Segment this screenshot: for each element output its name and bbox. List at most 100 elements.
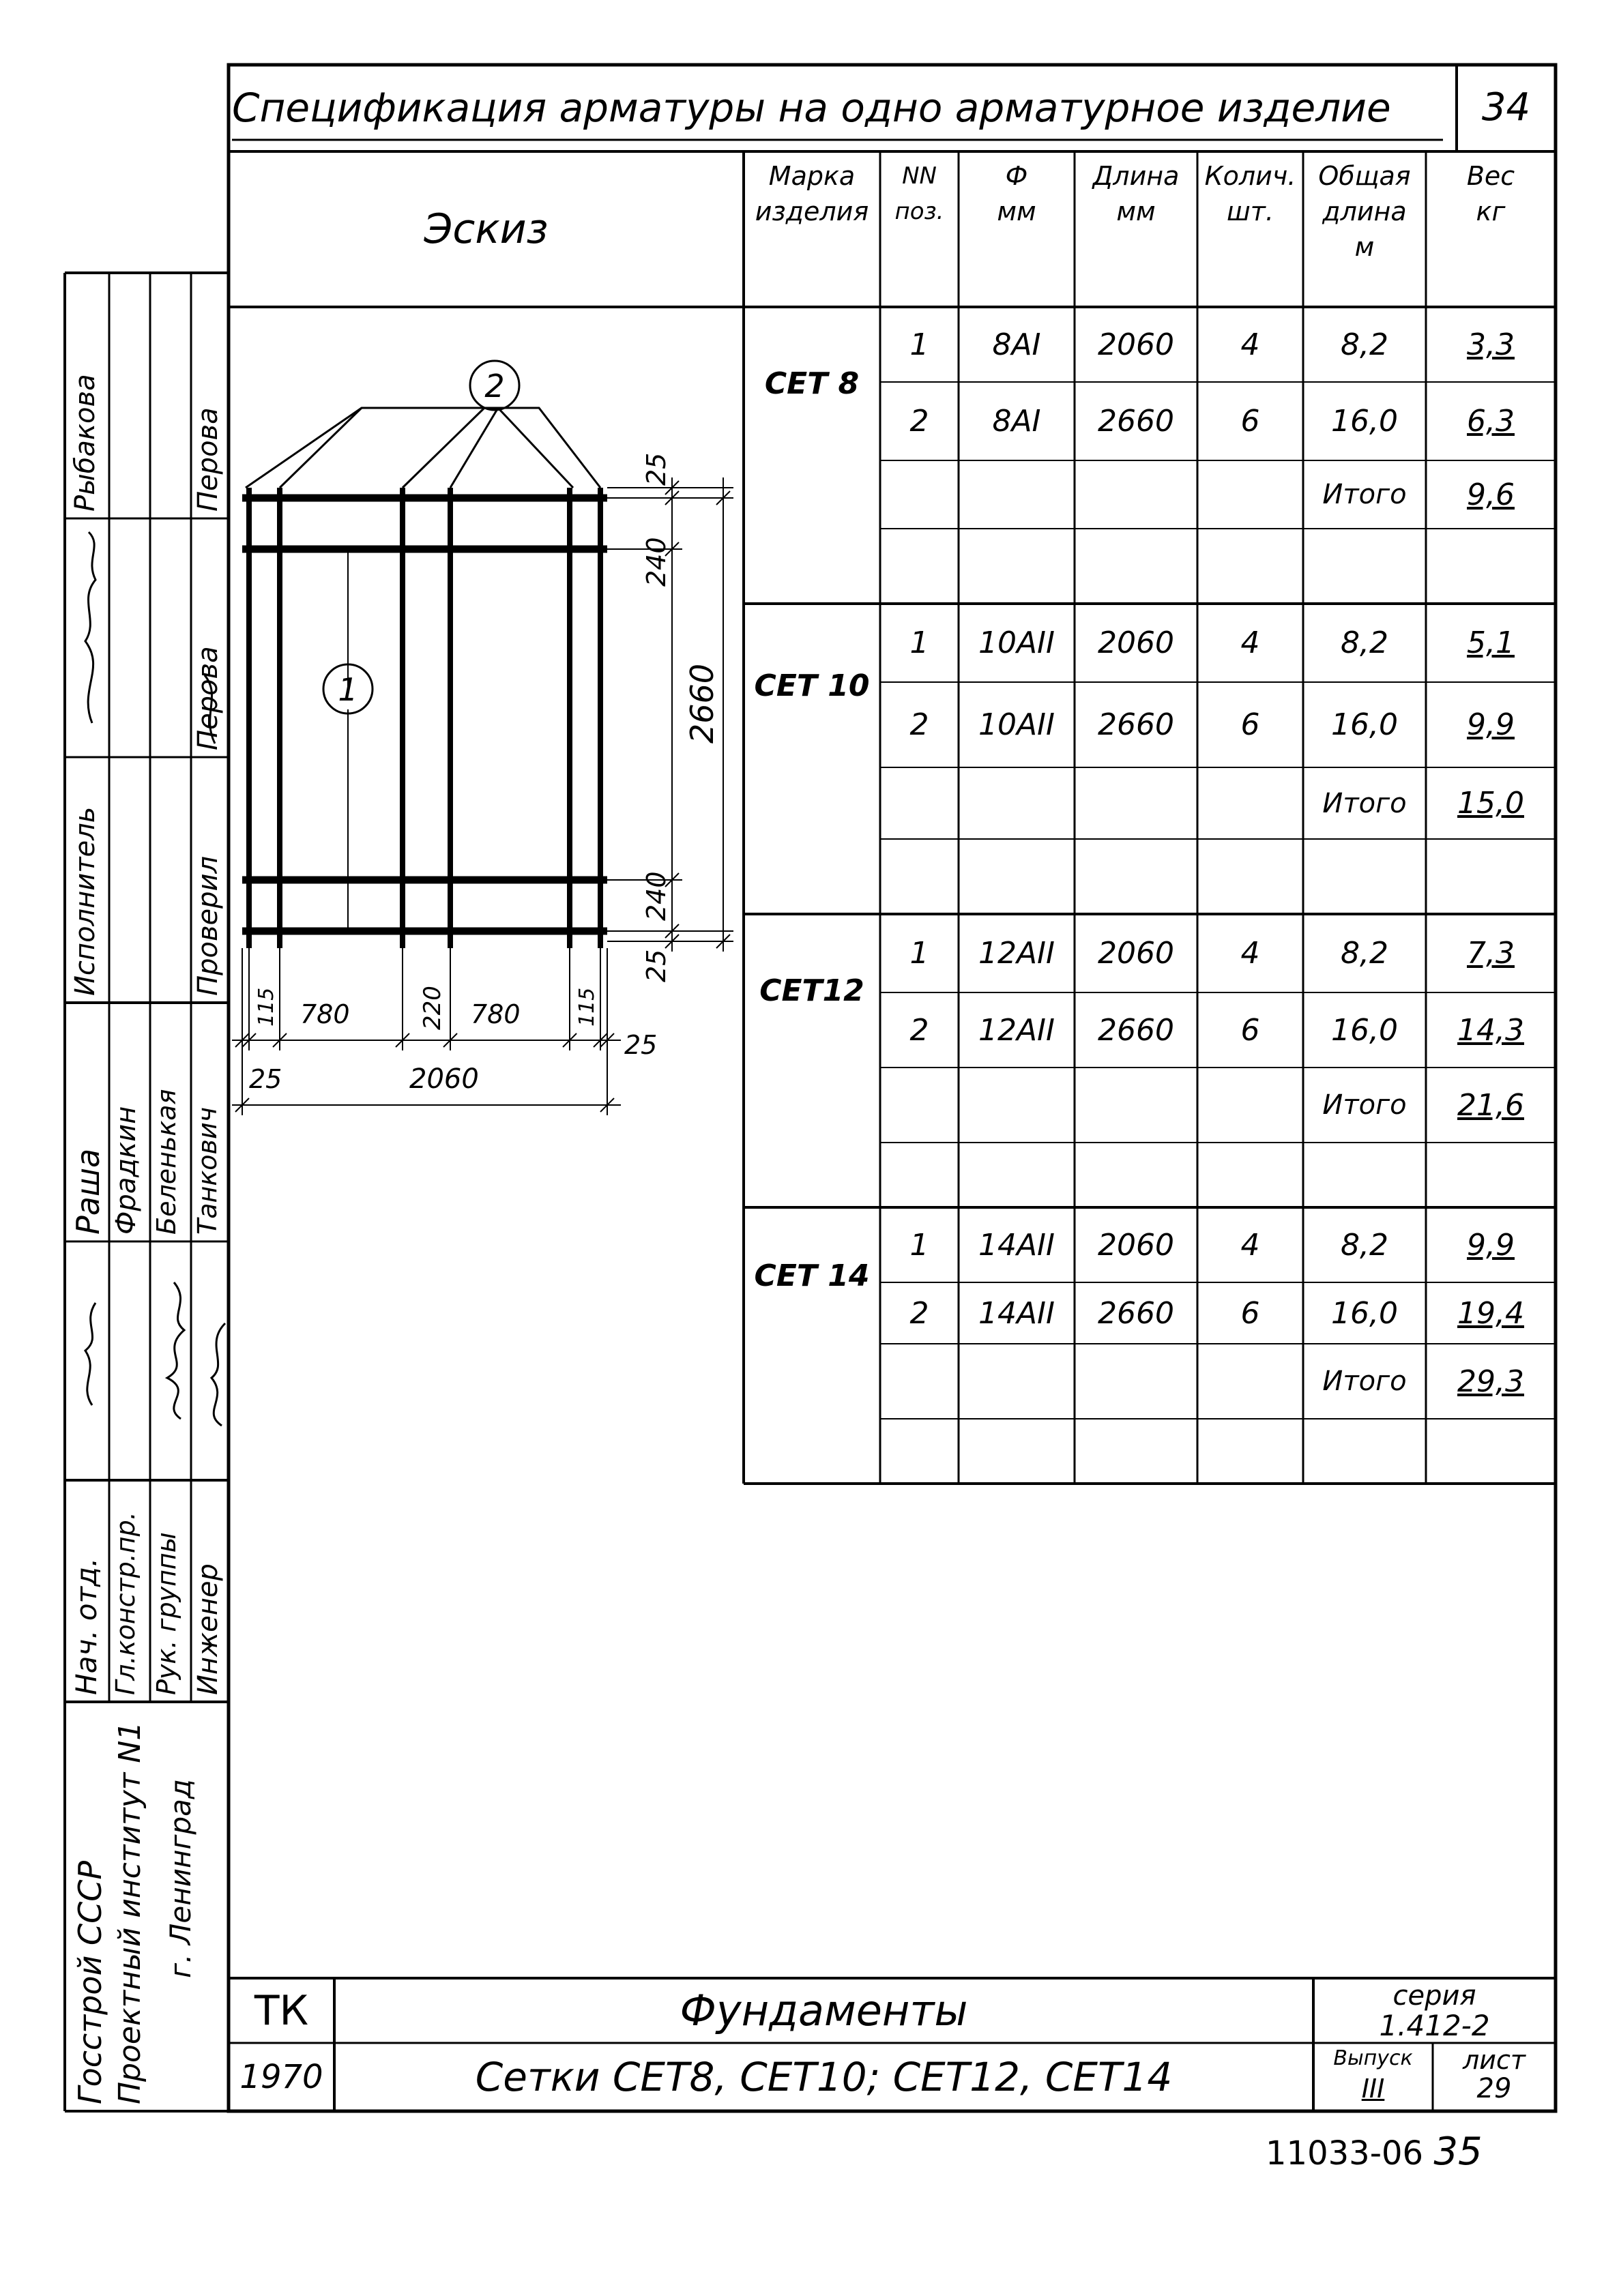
- cell-length: 2060: [1098, 625, 1174, 660]
- column-header: NN поз.: [880, 158, 959, 229]
- cell-length: 2660: [1098, 404, 1174, 439]
- cell-weight: 9,9: [1467, 707, 1515, 742]
- column-header: Общая длина м: [1303, 158, 1426, 265]
- cell-weight: 7,3: [1467, 936, 1515, 971]
- total-label: Итого: [1322, 1089, 1407, 1121]
- cell-total-length: 16,0: [1331, 1295, 1398, 1331]
- page-title: Спецификация арматуры на одно арматурное…: [232, 85, 1391, 131]
- total-weight: 15,0: [1457, 786, 1524, 821]
- title-subtitle: Сетки СЕТ8, СЕТ10; СЕТ12, СЕТ14: [475, 2054, 1173, 2100]
- title-name: Фундаменты: [680, 1986, 968, 2035]
- sheet-label: лист: [1462, 2045, 1526, 2075]
- cell-total-length: 8,2: [1341, 625, 1388, 660]
- cell-total-length: 8,2: [1341, 1227, 1388, 1263]
- total-weight: 9,6: [1467, 477, 1515, 512]
- cell-qty: 4: [1240, 625, 1260, 660]
- cell-qty: 4: [1240, 1227, 1260, 1263]
- cell-dia: 14АII: [978, 1295, 1055, 1331]
- total-weight: 29,3: [1457, 1364, 1524, 1399]
- dim-115-left: 115: [254, 988, 278, 1027]
- column-header-line: м: [1354, 232, 1375, 262]
- cell-dia: 10АII: [978, 625, 1055, 660]
- cell-dia: 12АII: [978, 936, 1055, 971]
- sketch-header: Эскиз: [424, 205, 549, 253]
- column-header-line: мм: [997, 196, 1036, 226]
- column-header-line: длина: [1322, 196, 1407, 226]
- page-number: 34: [1481, 85, 1531, 130]
- column-header: Марка изделия: [744, 158, 880, 229]
- cell-total-length: 8,2: [1341, 936, 1388, 971]
- column-header: Вес кг: [1426, 158, 1556, 229]
- cell-qty: 4: [1240, 327, 1260, 362]
- total-label: Итого: [1322, 1366, 1407, 1397]
- callout-circle-1: [322, 663, 374, 715]
- cell-qty: 6: [1240, 1012, 1260, 1048]
- dim-240-bottom: 240: [641, 871, 671, 921]
- dim-25-right: 25: [624, 1030, 657, 1060]
- cell-length: 2060: [1098, 327, 1174, 362]
- column-header-line: шт.: [1227, 196, 1274, 226]
- dim-780-left: 780: [300, 999, 350, 1029]
- column-header-line: поз.: [894, 198, 944, 225]
- cell-pos: 2: [909, 1012, 929, 1048]
- cell-dia: 12АII: [978, 1012, 1055, 1048]
- product-mark: СЕТ 10: [754, 668, 870, 703]
- dim-25-left: 25: [249, 1064, 282, 1094]
- total-label: Итого: [1322, 787, 1407, 819]
- stamp-name-rybakova: Рыбакова: [70, 374, 101, 512]
- cell-length: 2060: [1098, 936, 1174, 971]
- stamp-org-line-2: Проектный институт N1: [113, 1721, 147, 2104]
- cell-length: 2660: [1098, 707, 1174, 742]
- dim-25-bottom: 25: [641, 950, 671, 982]
- dim-115-right: 115: [575, 988, 599, 1027]
- cell-dia: 8АI: [992, 404, 1041, 439]
- cell-total-length: 8,2: [1341, 327, 1388, 362]
- title-code: ТК: [254, 1986, 309, 2035]
- column-header-line: кг: [1476, 196, 1506, 226]
- callout-1: 1: [338, 671, 358, 708]
- issue-value: III: [1361, 2074, 1385, 2104]
- dim-2060: 2060: [409, 1063, 479, 1095]
- column-header-line: изделия: [755, 196, 869, 226]
- top-bend-outline: [245, 407, 602, 489]
- column-header-line: NN: [902, 162, 937, 190]
- dim-2660: 2660: [684, 664, 720, 744]
- callout-2: 2: [484, 368, 504, 404]
- stamp-name-perova: Перова: [192, 407, 224, 512]
- cell-length: 2060: [1098, 1227, 1174, 1263]
- cell-pos: 1: [909, 936, 929, 971]
- cell-weight: 14,3: [1457, 1012, 1524, 1048]
- cell-total-length: 16,0: [1331, 404, 1398, 439]
- cell-weight: 3,3: [1467, 327, 1515, 362]
- archive-page: 35: [1433, 2130, 1483, 2174]
- cell-pos: 2: [909, 404, 929, 439]
- archive-number: 11033-06: [1266, 2134, 1424, 2173]
- cell-pos: 1: [909, 1227, 929, 1263]
- cell-qty: 6: [1240, 707, 1260, 742]
- cell-pos: 1: [909, 327, 929, 362]
- cell-total-length: 16,0: [1331, 1012, 1398, 1048]
- cell-pos: 2: [909, 1295, 929, 1331]
- column-header-line: Общая: [1318, 161, 1411, 191]
- sheet-value: 29: [1476, 2073, 1512, 2104]
- cell-length: 2660: [1098, 1295, 1174, 1331]
- total-label: Итого: [1322, 479, 1407, 510]
- column-header-line: Вес: [1466, 161, 1515, 191]
- series-label: серия: [1392, 1980, 1476, 2012]
- cell-weight: 6,3: [1467, 404, 1515, 439]
- column-header: Колич. шт.: [1197, 158, 1303, 229]
- dim-25-top: 25: [641, 453, 671, 486]
- product-mark: СЕТ12: [759, 973, 864, 1008]
- column-header-line: мм: [1116, 196, 1156, 226]
- column-header-line: Марка: [768, 161, 856, 191]
- column-header-line: Колич.: [1204, 161, 1296, 191]
- cell-qty: 6: [1240, 1295, 1260, 1331]
- column-header-line: Ф: [1005, 161, 1028, 191]
- cell-dia: 8АI: [992, 327, 1041, 362]
- cell-length: 2660: [1098, 1012, 1174, 1048]
- cell-qty: 4: [1240, 936, 1260, 971]
